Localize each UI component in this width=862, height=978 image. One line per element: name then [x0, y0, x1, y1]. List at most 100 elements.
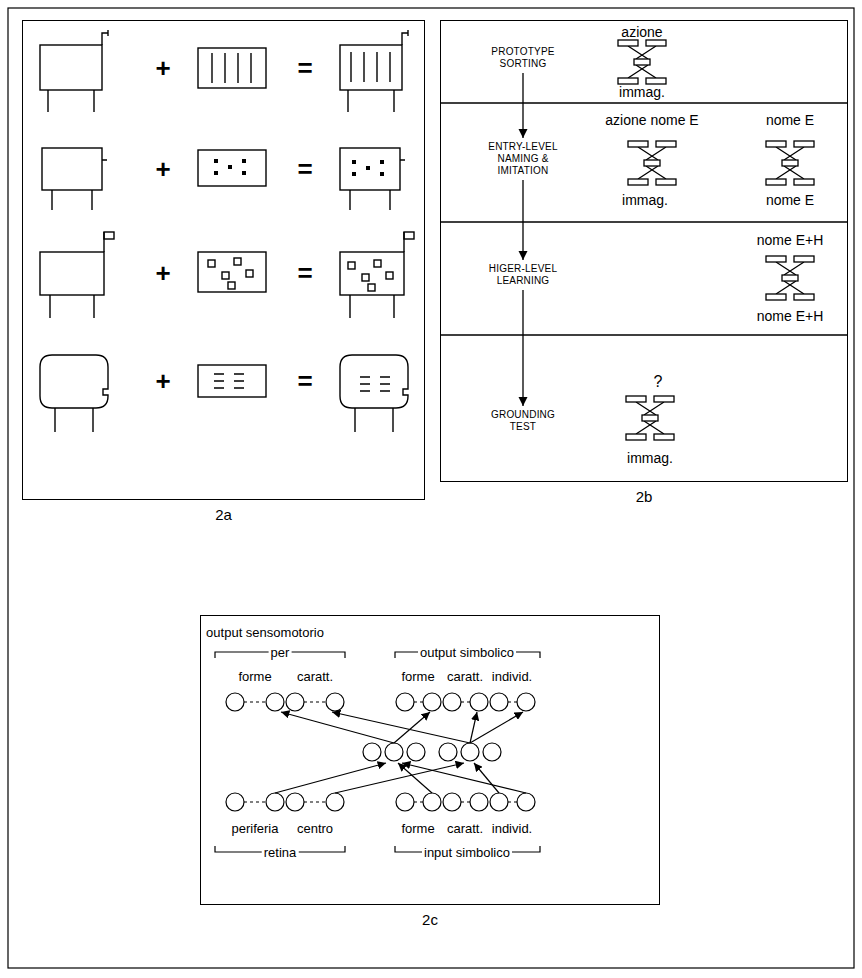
drawing-part [385, 743, 403, 761]
drawing-part [439, 743, 457, 761]
drawing-part [226, 793, 244, 811]
unit-label: centro [295, 822, 335, 835]
unit-label: caratt. [445, 670, 485, 683]
layer-label: nome E [764, 113, 816, 127]
flow-arrow [522, 73, 523, 138]
drawing-part [470, 793, 488, 811]
stage-name: PROTOTYPE SORTING [483, 46, 563, 70]
stage-label: HIGER-LEVEL LEARNING [483, 263, 563, 287]
network-icons [440, 40, 848, 440]
outer-frame [8, 8, 854, 968]
drawing-part [198, 48, 266, 88]
unit-label: caratt. [445, 822, 485, 835]
stage-label: GROUNDING TEST [483, 409, 563, 433]
drawing-part [335, 763, 464, 793]
operator-sign: = [295, 260, 314, 286]
operator-sign: + [153, 55, 172, 81]
drawing-part [281, 712, 394, 743]
network-units [215, 652, 540, 852]
unit-label: caratt. [295, 670, 335, 683]
layer-label: nome E [764, 193, 816, 207]
animal-figures [40, 30, 414, 432]
stage-label: ENTRY-LEVEL NAMING & IMITATION [483, 141, 563, 177]
flow-arrow [522, 180, 523, 260]
drawing-part [470, 693, 488, 711]
dashed-link [244, 702, 517, 802]
panel-caption: 2a [23, 507, 424, 522]
drawing-part [351, 52, 390, 82]
drawing-part [423, 693, 441, 711]
drawing-part [212, 53, 251, 83]
operator-sign: = [295, 368, 314, 394]
stage-name: ENTRY-LEVEL NAMING & IMITATION [483, 141, 563, 177]
drawing-part [402, 763, 526, 793]
drawing-part [226, 693, 244, 711]
unit-label: individ. [490, 822, 534, 835]
layer-label: azione [619, 25, 664, 39]
drawing-part [363, 743, 381, 761]
section-divider [440, 103, 848, 335]
unit-label: forme [236, 670, 273, 683]
layer-label: immag. [625, 451, 675, 465]
unit-label: per [269, 646, 292, 659]
unit-label: forme [399, 822, 436, 835]
drawing-part [470, 712, 477, 743]
drawing-part [517, 793, 535, 811]
drawing-part [360, 377, 390, 391]
panel-caption: 2b [441, 489, 847, 504]
weight-arrows [275, 712, 526, 793]
drawing-part [42, 148, 107, 210]
drawing-part [198, 252, 266, 292]
drawing-part [340, 148, 405, 210]
drawing-part [396, 793, 414, 811]
drawing-part [214, 159, 246, 175]
drawing-part [628, 141, 676, 185]
figure-panel: 2c [200, 615, 660, 905]
drawing-part [396, 693, 414, 711]
drawing-part [490, 693, 508, 711]
drawing-part [266, 693, 284, 711]
drawing-part [490, 793, 508, 811]
panel-caption: 2c [201, 912, 659, 927]
unit-label: periferia [230, 822, 281, 835]
drawing-part [407, 743, 425, 761]
bracket [215, 652, 540, 852]
drawing-part [198, 150, 266, 186]
drawing-part [40, 355, 108, 432]
drawing-part [226, 693, 535, 811]
stage-name: GROUNDING TEST [483, 409, 563, 433]
unit-label: forme [399, 670, 436, 683]
drawing-part [483, 743, 501, 761]
unit-label: output simbolico [418, 646, 516, 659]
drawing-part [443, 793, 461, 811]
drawing-part [275, 763, 386, 793]
drawing-part [348, 260, 393, 291]
drawing-part [198, 365, 266, 397]
drawing-part [352, 160, 384, 176]
drawing-part [618, 40, 666, 84]
drawing-part [286, 693, 304, 711]
operator-sign: + [153, 368, 172, 394]
drawing-part [40, 232, 114, 318]
layer-label: nome E+H [755, 309, 826, 323]
unit-label: output sensomotorio [204, 626, 326, 639]
drawing-part [470, 712, 523, 743]
stage-name: HIGER-LEVEL LEARNING [483, 263, 563, 287]
drawing-part [398, 763, 432, 793]
drawing-part [423, 793, 441, 811]
layer-label: azione nome E [603, 113, 700, 127]
drawing-part [766, 141, 814, 185]
drawing-part [326, 793, 344, 811]
flow-arrow [522, 290, 523, 406]
drawing-part [766, 256, 814, 300]
drawing-part [214, 374, 244, 388]
stage-label: PROTOTYPE SORTING [483, 46, 563, 70]
figure-panel: 2a [22, 20, 425, 500]
drawing-part [517, 693, 535, 711]
drawing-part [326, 693, 344, 711]
unit-label: input simbolico [422, 846, 512, 859]
drawing-part [332, 712, 470, 743]
operator-sign: = [295, 55, 314, 81]
layer-label: ? [652, 374, 665, 390]
operator-sign: = [295, 156, 314, 182]
